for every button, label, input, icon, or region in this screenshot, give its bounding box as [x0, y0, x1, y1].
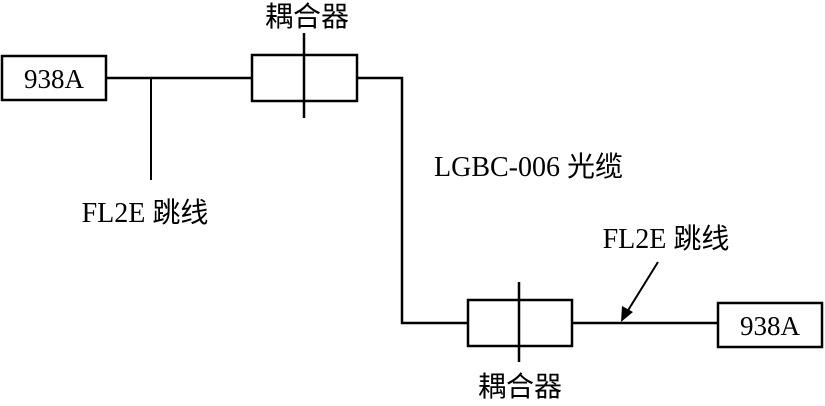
bottom-coupler-label: 耦合器 — [478, 371, 562, 403]
bottom-coupler — [466, 282, 574, 362]
left-device-label: 938A — [24, 64, 85, 94]
lgbc-cable-line — [357, 76, 468, 325]
left-jumper-label: FL2E 跳线 — [82, 196, 209, 229]
left-device: 938A — [0, 54, 108, 102]
top-coupler — [250, 33, 359, 118]
right-jumper-arrow — [621, 261, 659, 322]
right-device: 938A — [716, 301, 824, 349]
right-jumper-label: FL2E 跳线 — [603, 222, 730, 255]
top-coupler-label: 耦合器 — [265, 1, 349, 33]
right-device-label: 938A — [740, 311, 801, 341]
cable-label: LGBC-006 光缆 — [434, 150, 623, 183]
